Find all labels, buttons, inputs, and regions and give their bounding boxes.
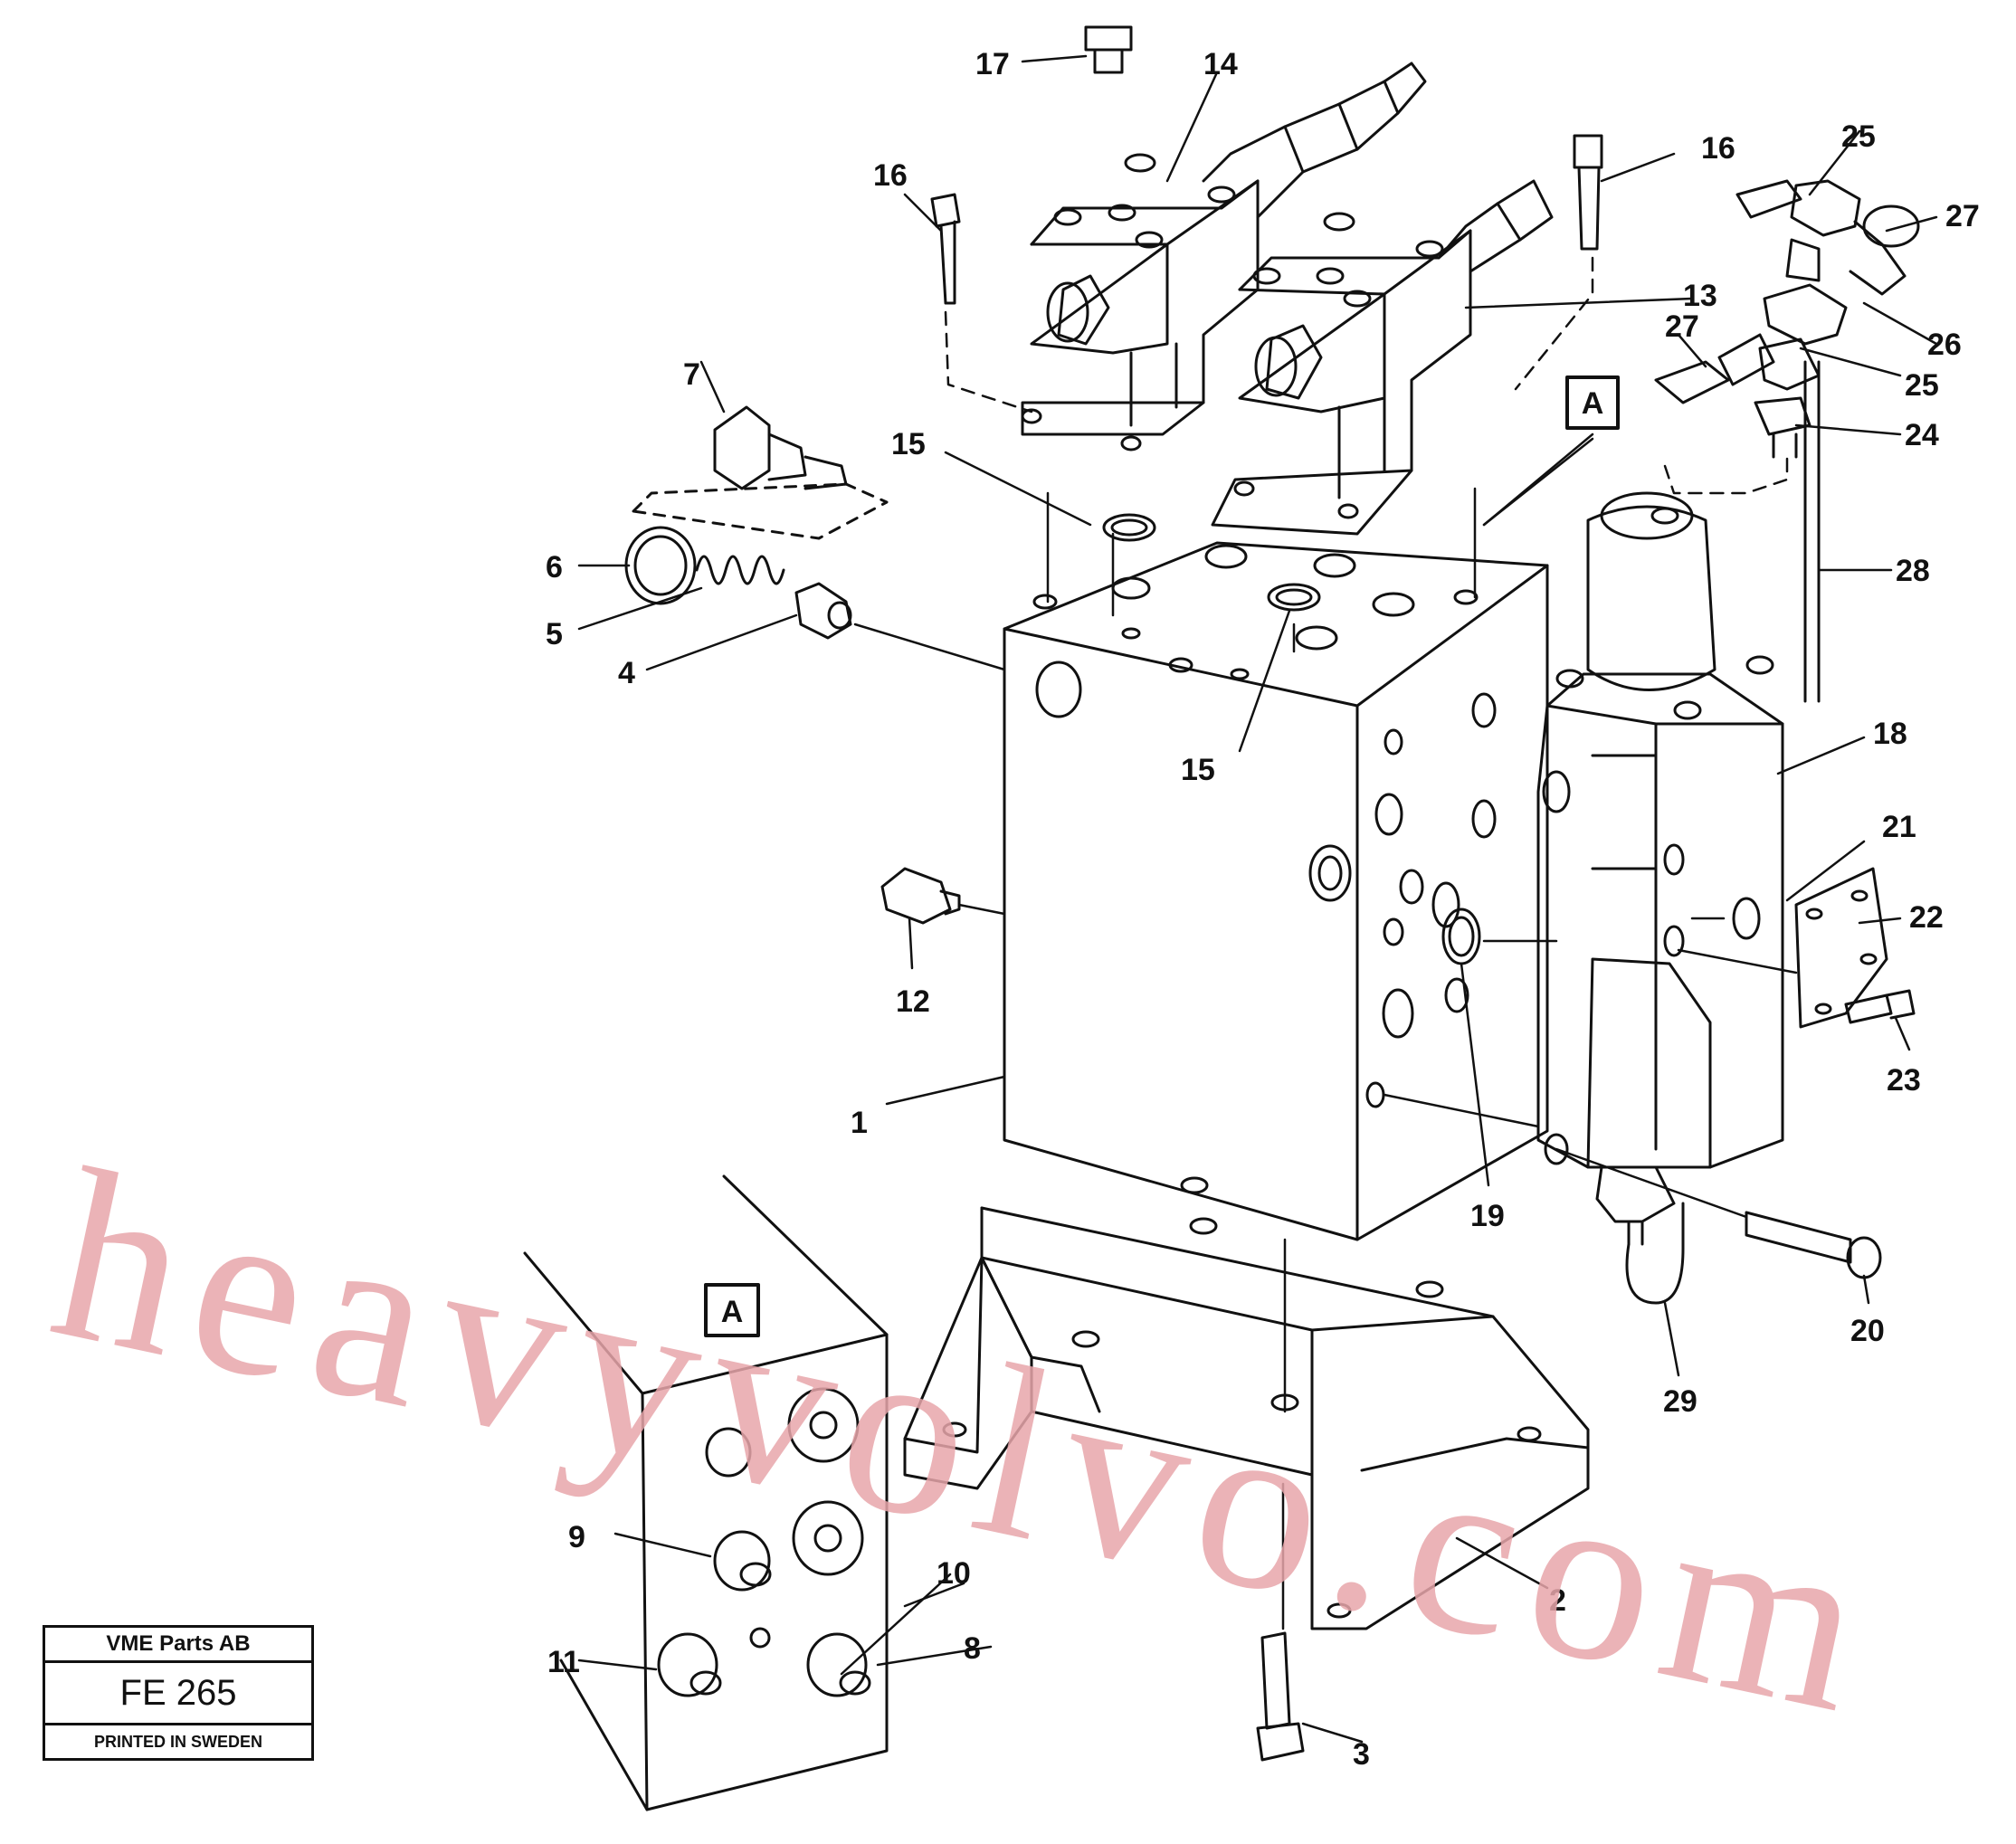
callout-16-right: 16 [1701,131,1735,166]
reference-box-detail [704,1283,760,1337]
callout-8: 8 [964,1631,981,1666]
callouts: 17 14 16 16 25 27 13 27 26 25 24 28 18 2… [546,47,1980,1772]
reference-letter-top: A [1582,386,1604,421]
reference-letter-detail: A [721,1295,744,1329]
callout-17: 17 [975,47,1010,81]
callout-29: 29 [1663,1384,1697,1419]
callout-11: 11 [547,1645,580,1679]
callout-13: 13 [1683,279,1717,313]
callout-18: 18 [1873,717,1907,751]
callout-5: 5 [546,617,563,651]
assembly-lines-solid [853,432,1798,1630]
callout-2: 2 [1549,1583,1566,1618]
callout-4: 4 [618,656,635,690]
main-valve-block [1003,541,1549,1241]
callout-6: 6 [546,550,563,585]
callout-16-left: 16 [873,158,908,193]
callout-25-top: 25 [1841,119,1876,154]
cover-plate-22 [1794,867,1888,1029]
callout-19: 19 [1470,1199,1505,1233]
callout-3: 3 [1353,1737,1370,1772]
detail-block-a [523,1174,889,1811]
callout-9: 9 [568,1520,585,1554]
title-block-figure-number: FE 265 [45,1663,311,1725]
callout-20: 20 [1850,1314,1885,1348]
callout-27-right: 27 [1945,199,1980,233]
callout-7: 7 [683,357,700,392]
callout-25-lower: 25 [1905,368,1939,403]
callout-15-left: 15 [891,427,926,461]
callout-21: 21 [1882,810,1916,844]
callout-22: 22 [1909,900,1944,935]
callout-27-left: 27 [1665,309,1699,344]
callout-28: 28 [1896,554,1930,588]
title-block: VME Parts AB FE 265 PRINTED IN SWEDEN [43,1625,314,1761]
assembly-lines [944,256,1789,495]
callout-26: 26 [1927,328,1962,362]
small-parts [624,25,1920,1762]
leader-lines [577,54,1938,1744]
callout-23: 23 [1887,1063,1921,1098]
callout-1: 1 [851,1106,868,1140]
proportional-valve-18 [1536,491,1784,1169]
solenoid-valve-14 [1021,62,1427,451]
callout-10: 10 [937,1556,971,1591]
callout-14: 14 [1203,47,1238,81]
callout-24: 24 [1905,418,1939,452]
title-block-printed-note: PRINTED IN SWEDEN [93,1733,262,1751]
title-block-company: VME Parts AB [45,1628,311,1663]
callout-15-right: 15 [1181,753,1215,787]
reference-box-top [1565,375,1620,430]
callout-12: 12 [896,984,930,1019]
solenoid-valve-13 [1211,179,1554,536]
